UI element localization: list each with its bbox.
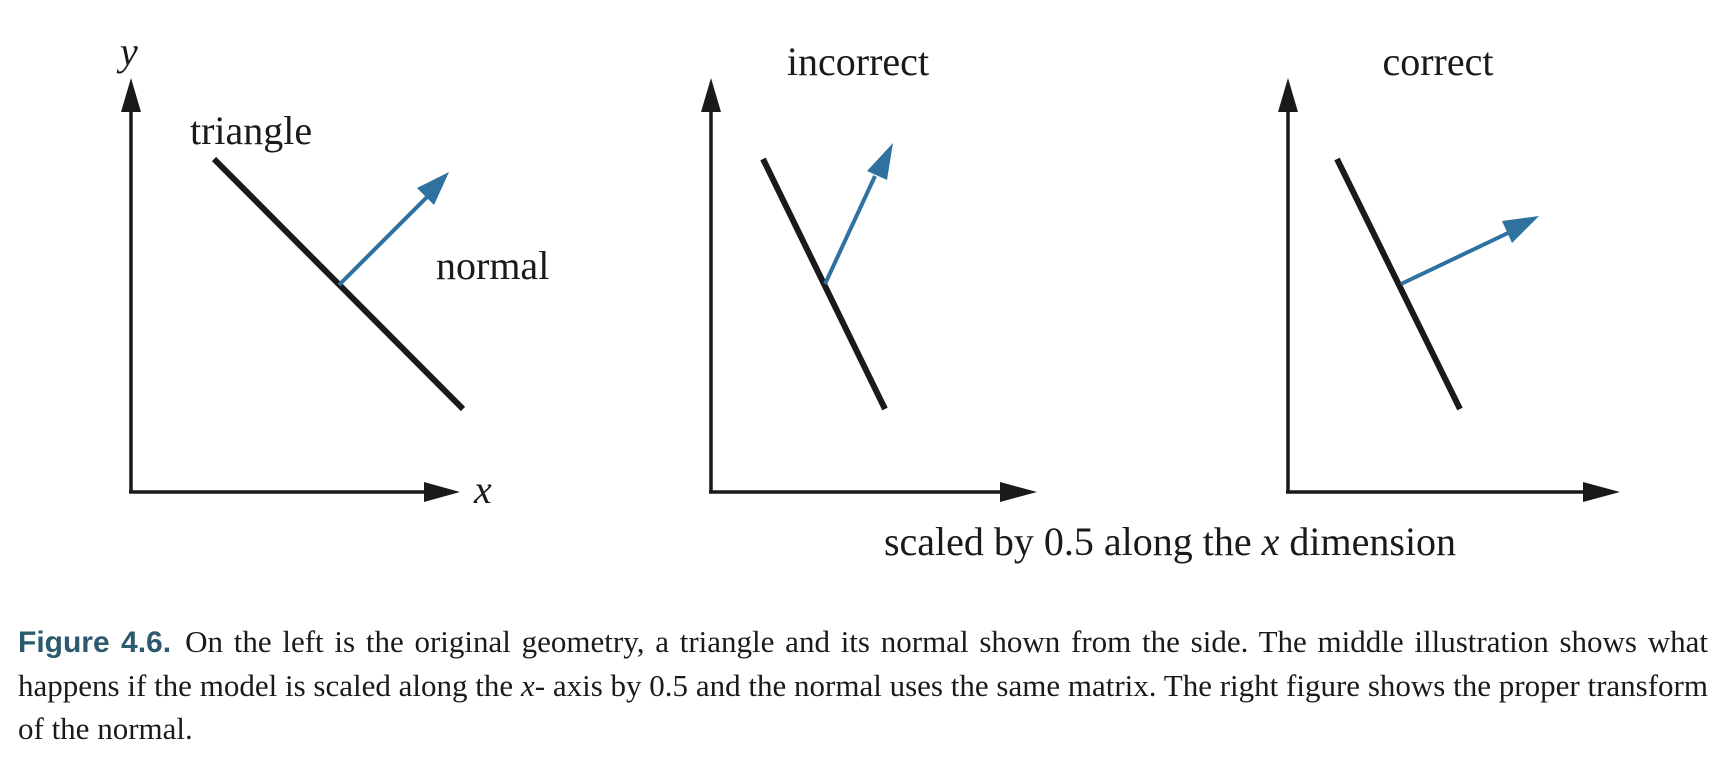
y-axis-arrowhead-correct [1278,78,1298,112]
caption-text-part-2: - axis by 0.5 and the normal uses the sa… [18,668,1708,746]
figure-diagram: y x triangle normal incorrect correct [116,29,1620,564]
normal-arrowhead-original [417,172,449,205]
normal-label: normal [436,243,549,288]
normal-arrow-correct [1400,216,1539,286]
x-axis-arrowhead-correct [1583,482,1620,502]
panel-title-correct: correct [1382,39,1493,84]
panel-correct: correct [1278,39,1620,502]
triangle-edge-incorrect [760,157,888,411]
normal-arrowhead-incorrect [867,143,893,180]
panel-incorrect: incorrect [701,39,1037,502]
scale-note: scaled by 0.5 along the x dimension [884,519,1456,564]
x-axis-correct [1286,482,1620,502]
scale-note-var: x [1261,519,1280,564]
normal-arrow-original [337,172,449,287]
scale-note-after: dimension [1279,519,1456,564]
normal-arrowhead-correct [1502,216,1539,243]
x-axis-arrowhead [424,482,460,502]
normal-arrow-incorrect [823,143,893,285]
x-axis-arrowhead-incorrect [1000,482,1037,502]
y-axis-correct [1278,78,1298,492]
y-axis [121,78,141,492]
y-axis-arrowhead [121,78,141,112]
caption-math-var: x [520,668,535,703]
x-axis-label: x [473,467,492,512]
caption-text-part-1: On the left is the original geometry, a … [18,624,1708,703]
y-axis-arrowhead-incorrect [701,78,721,112]
panel-title-incorrect: incorrect [787,39,929,84]
triangle-edge-correct [1334,157,1463,411]
panel-original: y x triangle normal [116,29,549,512]
scale-note-before: scaled by 0.5 along the [884,519,1262,564]
x-axis [129,482,460,502]
figure-caption: Figure 4.6.On the left is the original g… [18,620,1708,750]
caption-label: Figure 4.6. [18,626,172,659]
y-axis-incorrect [701,78,721,492]
triangle-label: triangle [190,108,312,153]
y-axis-label: y [116,29,138,74]
x-axis-incorrect [709,482,1037,502]
